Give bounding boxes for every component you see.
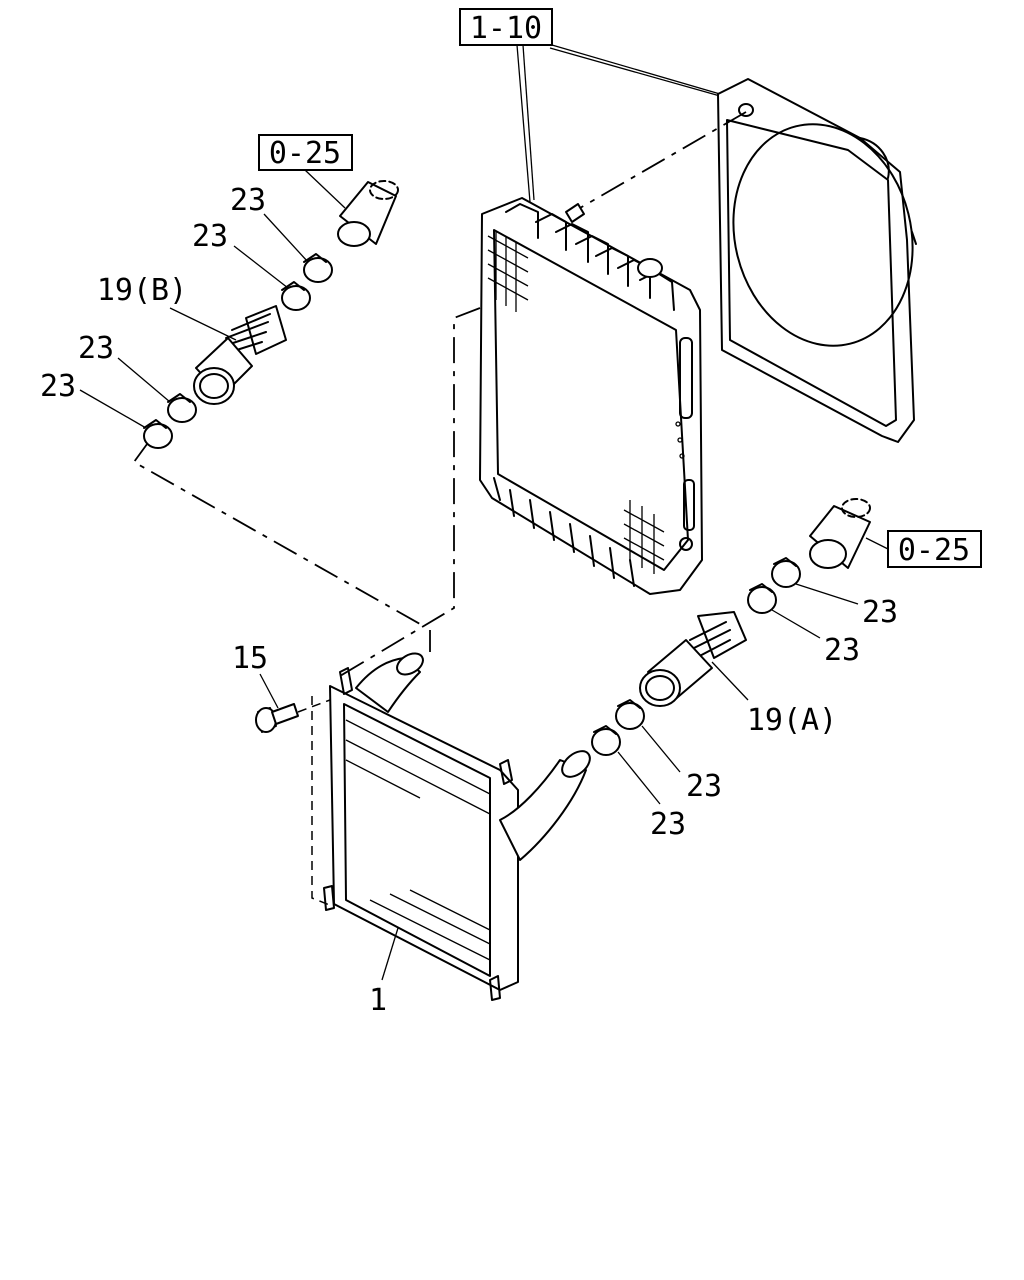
callout-clamp: 23	[230, 183, 266, 218]
clamp	[771, 557, 801, 588]
callout-clamp: 23	[862, 595, 898, 630]
reference-box-radiator[interactable]: 1-10	[459, 8, 553, 46]
fan-shroud	[579, 78, 917, 443]
clamp	[167, 393, 197, 423]
clamp	[591, 725, 621, 756]
callout-clamp: 23	[686, 769, 722, 804]
clamp	[747, 583, 777, 614]
callout-clamp: 23	[40, 369, 76, 404]
callout-clamp: 23	[78, 331, 114, 366]
assembly-lines	[132, 307, 481, 907]
hose-a	[639, 611, 747, 707]
reference-box-pipe-right[interactable]: 0-25	[887, 530, 982, 568]
pipe-right	[809, 498, 871, 569]
callout-hose-a: 19(A)	[747, 703, 837, 738]
radiator-reference-leaders	[516, 44, 721, 203]
callout-bolt: 15	[232, 641, 268, 676]
callout-clamp: 23	[192, 219, 228, 254]
reference-label-radiator: 1-10	[470, 11, 542, 46]
intercooler	[323, 652, 591, 1001]
pipe-left-leader	[304, 169, 346, 209]
pipe-right-leader	[865, 537, 889, 550]
clamp	[615, 699, 645, 730]
reference-label-pipe-left: 0-25	[269, 136, 341, 171]
reference-label-pipe-right: 0-25	[898, 533, 970, 568]
bolt	[255, 703, 299, 733]
callout-hose-b: 19(B)	[97, 273, 187, 308]
reference-box-pipe-left[interactable]: 0-25	[258, 134, 353, 171]
hose-b	[192, 300, 287, 405]
pipe-left	[337, 180, 399, 247]
callout-clamp: 23	[824, 633, 860, 668]
radiator	[479, 197, 703, 595]
clamp	[143, 419, 173, 449]
clamp	[303, 253, 333, 283]
callout-intercooler: 1	[369, 983, 387, 1018]
callout-clamp: 23	[650, 807, 686, 842]
clamp	[281, 281, 311, 311]
callout-leaders	[79, 213, 859, 981]
